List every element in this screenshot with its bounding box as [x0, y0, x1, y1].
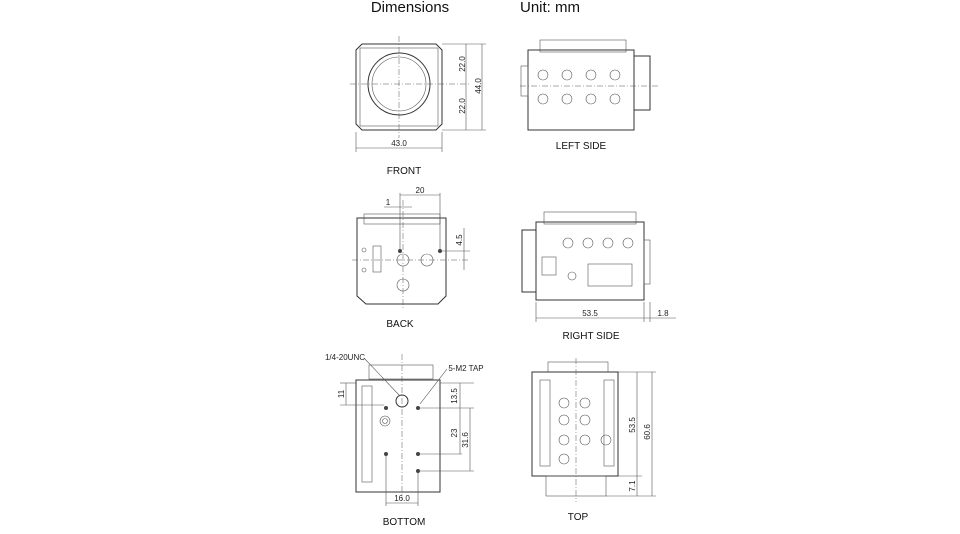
dim-top-total: 60.6 — [643, 424, 652, 440]
bottom-view: 1/4-20UNC 5-M2 TAP 11 13.5 23 31.6 16.0 … — [325, 353, 484, 528]
dim-back-vertical: 4.5 — [455, 234, 464, 246]
dim-front-height: 44.0 — [474, 78, 483, 94]
dim-right-length: 53.5 — [582, 309, 598, 318]
dim-bottom-tap-top: 13.5 — [450, 388, 459, 404]
bottom-label: BOTTOM — [383, 517, 426, 528]
dim-front-half-top: 22.0 — [458, 56, 467, 72]
dim-back-offset: 1 — [386, 198, 391, 207]
top-label: TOP — [568, 512, 589, 523]
back-label: BACK — [386, 319, 414, 330]
title: Dimensions — [371, 0, 449, 16]
dim-bottom-tap-width: 16.0 — [394, 494, 410, 503]
left-side-label: LEFT SIDE — [556, 141, 607, 152]
top-view: 53.5 60.6 7.1 TOP — [531, 358, 656, 523]
dim-top-body: 53.5 — [628, 417, 637, 433]
right-side-label: RIGHT SIDE — [562, 331, 619, 342]
front-view: 22.0 22.0 44.0 43.0 FRONT — [350, 36, 486, 177]
dim-right-lens: 1.8 — [657, 309, 669, 318]
dim-top-lens: 7.1 — [628, 480, 637, 492]
back-view: 20 1 4.5 BACK — [352, 186, 470, 330]
callout-mount: 1/4-20UNC — [325, 353, 365, 362]
right-side-view: 53.5 1.8 RIGHT SIDE — [521, 211, 676, 342]
dim-bottom-tap-total: 31.6 — [461, 432, 470, 448]
unit-label: Unit: mm — [520, 0, 580, 16]
dim-front-width: 43.0 — [391, 139, 407, 148]
front-label: FRONT — [387, 166, 421, 177]
callout-tap: 5-M2 TAP — [448, 364, 483, 373]
dim-back-width: 20 — [416, 186, 425, 195]
left-side-view: LEFT SIDE — [520, 39, 660, 152]
dim-bottom-tap-spacing: 23 — [450, 428, 459, 437]
dim-front-half-bottom: 22.0 — [458, 98, 467, 114]
dim-bottom-top-offset: 11 — [337, 389, 346, 398]
